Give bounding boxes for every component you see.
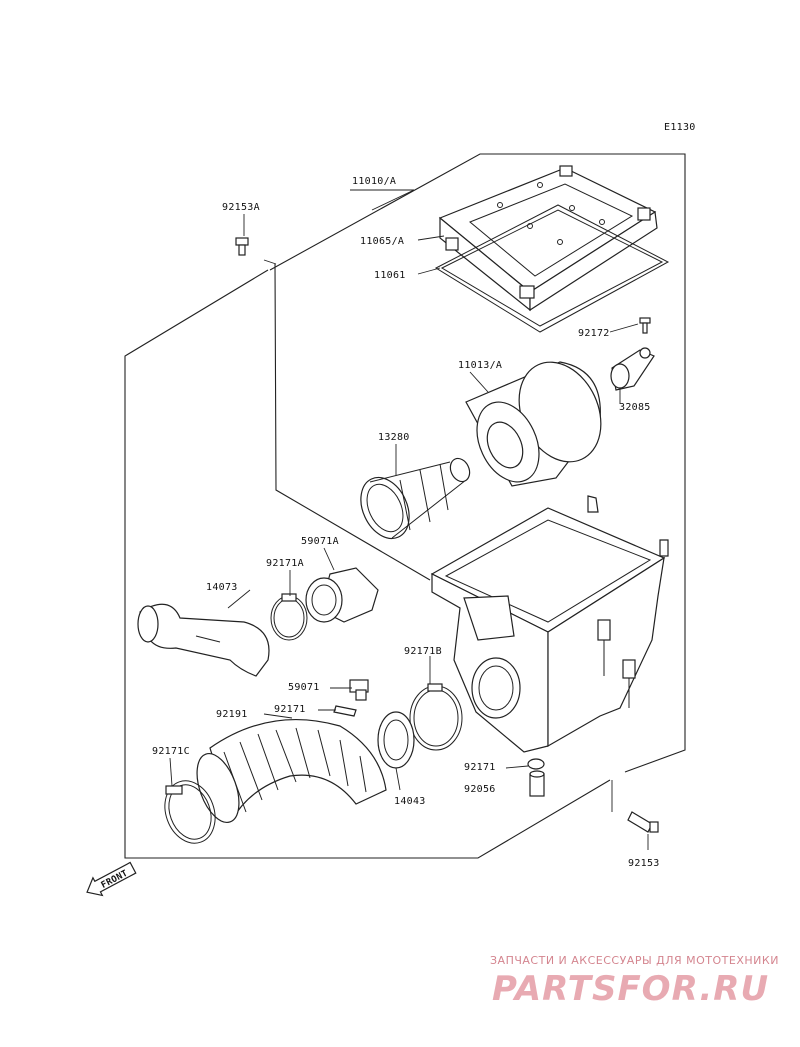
bracket-32085	[610, 347, 655, 391]
filter-cage	[360, 457, 471, 540]
label-92171: 92171	[274, 704, 306, 715]
label-11065a: 11065/A	[360, 236, 404, 247]
watermark-subtitle: ЗАПЧАСТИ И АКСЕССУАРЫ ДЛЯ МОТОТЕХНИКИ	[490, 954, 779, 967]
label-92191: 92191	[216, 709, 248, 720]
air-cleaner-case	[430, 495, 669, 753]
drain-tube-92056	[529, 770, 545, 797]
clamp-92171a	[270, 593, 308, 641]
intake-tube-14073	[137, 603, 270, 677]
assembly-frame	[124, 153, 686, 859]
front-arrow: FRONT	[86, 861, 137, 897]
clamp-92171c	[164, 780, 216, 844]
label-92171c: 92171C	[152, 746, 190, 757]
label-92172: 92172	[578, 328, 610, 339]
watermark-logo: PARTSFOR.RU	[492, 969, 769, 1009]
air-cleaner-cover	[438, 165, 658, 312]
label-92171b: 92171B	[404, 646, 442, 657]
drain-clip-92171	[527, 758, 545, 770]
label-11013a: 11013/A	[458, 360, 502, 371]
label-13280: 13280	[378, 432, 410, 443]
bolt-92172	[639, 317, 651, 334]
label-92153a: 92153A	[222, 202, 260, 213]
clip-59071	[349, 679, 369, 701]
label-92171-drain: 92171	[464, 762, 496, 773]
bolt-92153a	[235, 237, 249, 256]
bellows-duct-92191	[196, 718, 387, 823]
clamp-92171b	[409, 683, 463, 751]
cover-gasket	[434, 204, 670, 333]
air-filter-element	[465, 361, 602, 487]
label-92056: 92056	[464, 784, 496, 795]
label-92153: 92153	[628, 858, 660, 869]
label-11061: 11061	[374, 270, 406, 281]
ring-14043	[377, 711, 415, 769]
label-32085: 32085	[619, 402, 651, 413]
bolt-92153	[627, 811, 659, 833]
label-59071a: 59071A	[301, 536, 339, 547]
inlet-duct-59071a	[305, 567, 379, 623]
leader-lines	[169, 189, 649, 850]
label-11010a: 11010/A	[352, 176, 396, 187]
label-14043: 14043	[394, 796, 426, 807]
diagram-code: E1130	[664, 122, 696, 133]
label-92171a: 92171A	[266, 558, 304, 569]
label-59071: 59071	[288, 682, 320, 693]
label-14073: 14073	[206, 582, 238, 593]
clip-92171-small	[333, 705, 357, 717]
